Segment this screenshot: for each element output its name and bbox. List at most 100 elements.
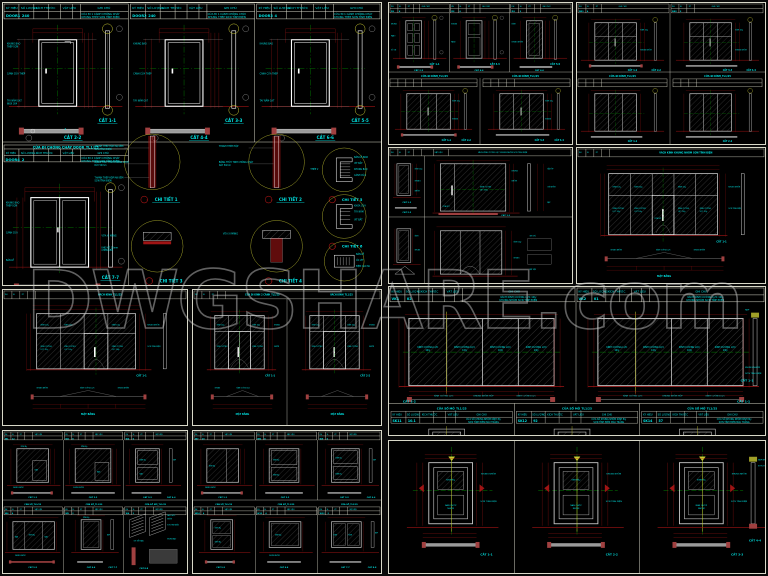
svg-text:W10: W10 [195, 513, 201, 515]
svg-text:BẢN LỀ: BẢN LỀ [356, 253, 365, 256]
svg-text:SƠN TĨNH ĐIỆN: SƠN TĨNH ĐIỆN [480, 500, 497, 503]
svg-text:KHUNG THÉP SƠN TĨNH ĐIỆN: KHUNG THÉP SƠN TĨNH ĐIỆN [82, 14, 120, 19]
svg-text:KHE HỞ 10mm: KHE HỞ 10mm [101, 246, 117, 249]
svg-text:GHI CHÚ: GHI CHÚ [98, 150, 109, 155]
svg-text:CỬA SỔ MỞ_TL1/25: CỬA SỔ MỞ_TL1/25 [437, 405, 467, 410]
svg-text:KÍNH 8ly: KÍNH 8ly [335, 457, 341, 460]
svg-text:THÉP SƠN: THÉP SƠN [7, 46, 19, 49]
svg-text:KH: KH [65, 434, 68, 436]
svg-text:NAN CHỚP: NAN CHỚP [167, 514, 175, 517]
svg-text:NHÔM: NHÔM [274, 345, 280, 348]
svg-text:CẮT 2-2: CẮT 2-2 [723, 140, 733, 143]
svg-text:NAN: NAN [15, 536, 18, 539]
svg-text:D3: D3 [512, 11, 516, 13]
svg-text:KÍNH CƯỜNG: KÍNH CƯỜNG [634, 207, 646, 210]
svg-text:CẮT 3-3: CẮT 3-3 [535, 139, 545, 142]
svg-text:KÍNH 8ly: KÍNH 8ly [273, 473, 279, 476]
svg-text:KÍNH 10ly: KÍNH 10ly [252, 323, 260, 326]
svg-text:CẮT 4-4: CẮT 4-4 [190, 135, 207, 140]
svg-text:CẮT 3-3: CẮT 3-3 [143, 496, 152, 499]
svg-text:KÝ HIỆU: KÝ HIỆU [6, 150, 16, 155]
svg-text:KT: KT [20, 509, 23, 511]
svg-text:KH: KH [391, 152, 394, 154]
svg-text:2: 2 [520, 11, 522, 13]
svg-text:SƠN TĨNH ĐIỆN: SƠN TĨNH ĐIỆN [758, 465, 765, 468]
svg-text:VẬT LIỆU: VẬT LIỆU [35, 433, 43, 436]
svg-text:01: 01 [594, 297, 599, 301]
svg-text:BÔNG THỦY TINH CHỐNG CHÁY: BÔNG THỦY TINH CHỐNG CHÁY [95, 161, 130, 164]
svg-text:KÝ HIỆU: KÝ HIỆU [518, 414, 528, 417]
svg-text:KT: KT [334, 434, 337, 436]
svg-text:CẮT 2-2: CẮT 2-2 [403, 398, 416, 403]
svg-text:TAY NẮM GẠT: TAY NẮM GẠT [7, 99, 22, 102]
svg-text:CỬA SỔ MỞ_TL1/25: CỬA SỔ MỞ_TL1/25 [145, 503, 167, 506]
svg-text:KÍCH THƯỚC: KÍCH THƯỚC [36, 150, 53, 155]
svg-text:CỬA SỔ_TL1/25: CỬA SỔ_TL1/25 [215, 503, 232, 506]
svg-text:VÁCH KÍNH_TL1/25: VÁCH KÍNH_TL1/25 [98, 294, 122, 297]
svg-text:KT: KT [80, 509, 83, 511]
svg-text:KÍNH 10ly: KÍNH 10ly [678, 185, 686, 188]
svg-text:LỰC 10ly: LỰC 10ly [64, 348, 72, 351]
svg-text:KHUNG: KHUNG [451, 24, 458, 26]
svg-text:CHI TIẾT 1: CHI TIẾT 1 [155, 196, 178, 202]
svg-text:KH: KH [195, 294, 198, 296]
svg-text:8: 8 [72, 438, 74, 440]
svg-text:SỐ LƯỢNG: SỐ LƯỢNG [21, 5, 38, 10]
svg-text:LỰC 10ly: LỰC 10ly [112, 348, 120, 351]
svg-text:KÍNH CƯỜNG: KÍNH CƯỜNG [613, 207, 625, 210]
svg-text:CHI TIẾT 2: CHI TIẾT 2 [279, 196, 302, 202]
svg-text:CHỈ NHÔM: CHỈ NHÔM [547, 185, 556, 188]
svg-text:CÁNH CỬA: CÁNH CỬA [6, 231, 18, 234]
svg-text:KT: KT [141, 509, 144, 511]
svg-text:4: 4 [265, 513, 267, 515]
svg-text:KHUNG: KHUNG [512, 171, 519, 173]
svg-text:3: 3 [151, 279, 153, 283]
svg-text:KHUNG NHÔM: KHUNG NHÔM [13, 486, 24, 489]
svg-text:KÍCH THƯỚC: KÍCH THƯỚC [162, 5, 181, 10]
svg-text:92: 92 [533, 419, 537, 423]
svg-text:VK1: VK1 [391, 297, 399, 301]
svg-text:KÍNH CƯỜNG LỰC: KÍNH CƯỜNG LỰC [715, 346, 736, 349]
svg-text:SƠN TĨNH ĐIỆN MÀU TRẮNG: SƠN TĨNH ĐIỆN MÀU TRẮNG [719, 421, 750, 424]
svg-text:SỐ LƯỢNG: SỐ LƯỢNG [406, 289, 421, 294]
svg-text:KHUNG: KHUNG [369, 324, 376, 326]
svg-text:CẮT 1-1: CẮT 1-1 [99, 118, 116, 123]
svg-text:CẮT 2-2: CẮT 2-2 [360, 375, 370, 378]
svg-text:SL: SL [399, 6, 402, 8]
svg-text:KÍNH 10ly: KÍNH 10ly [452, 100, 460, 103]
svg-text:SƠN TĨNH ĐIỆN: SƠN TĨNH ĐIỆN [147, 345, 161, 348]
svg-text:KT: KT [408, 152, 411, 154]
svg-text:KÍNH 8ly: KÍNH 8ly [446, 478, 456, 481]
svg-text:KÍNH CƯỜNG LỰC: KÍNH CƯỜNG LỰC [526, 346, 547, 349]
svg-text:CẮT 3-3: CẮT 3-3 [731, 551, 743, 556]
svg-text:KHUNG NHÔM: KHUNG NHÔM [640, 48, 652, 51]
svg-text:GHI CHÚ: GHI CHÚ [712, 5, 721, 8]
svg-text:W4: W4 [5, 513, 9, 515]
svg-text:10ly: 10ly [614, 349, 620, 352]
svg-text:CẮT 4-4: CẮT 4-4 [746, 69, 756, 72]
svg-text:KH: KH [5, 294, 8, 296]
svg-text:KT: KT [596, 6, 599, 8]
svg-text:KÍNH CƯỜNG LỰC: KÍNH CƯỜNG LỰC [643, 346, 664, 349]
svg-text:KÝ HIỆU: KÝ HIỆU [643, 414, 653, 417]
svg-text:2: 2 [133, 513, 135, 515]
svg-text:VẬT LIỆU: VẬT LIỆU [35, 508, 43, 511]
svg-text:KÍNH CƯỜNG: KÍNH CƯỜNG [252, 345, 263, 348]
svg-text:THÉP SƠN: THÉP SƠN [6, 205, 18, 208]
svg-text:KH: KH [672, 6, 675, 8]
svg-text:CẮT 4-4: CẮT 4-4 [475, 69, 485, 72]
svg-text:VẬT LIỆU: VẬT LIỆU [435, 151, 444, 154]
svg-text:KHUNG NHÔM: KHUNG NHÔM [732, 473, 747, 476]
svg-text:KÍNH 8ly: KÍNH 8ly [275, 534, 281, 537]
